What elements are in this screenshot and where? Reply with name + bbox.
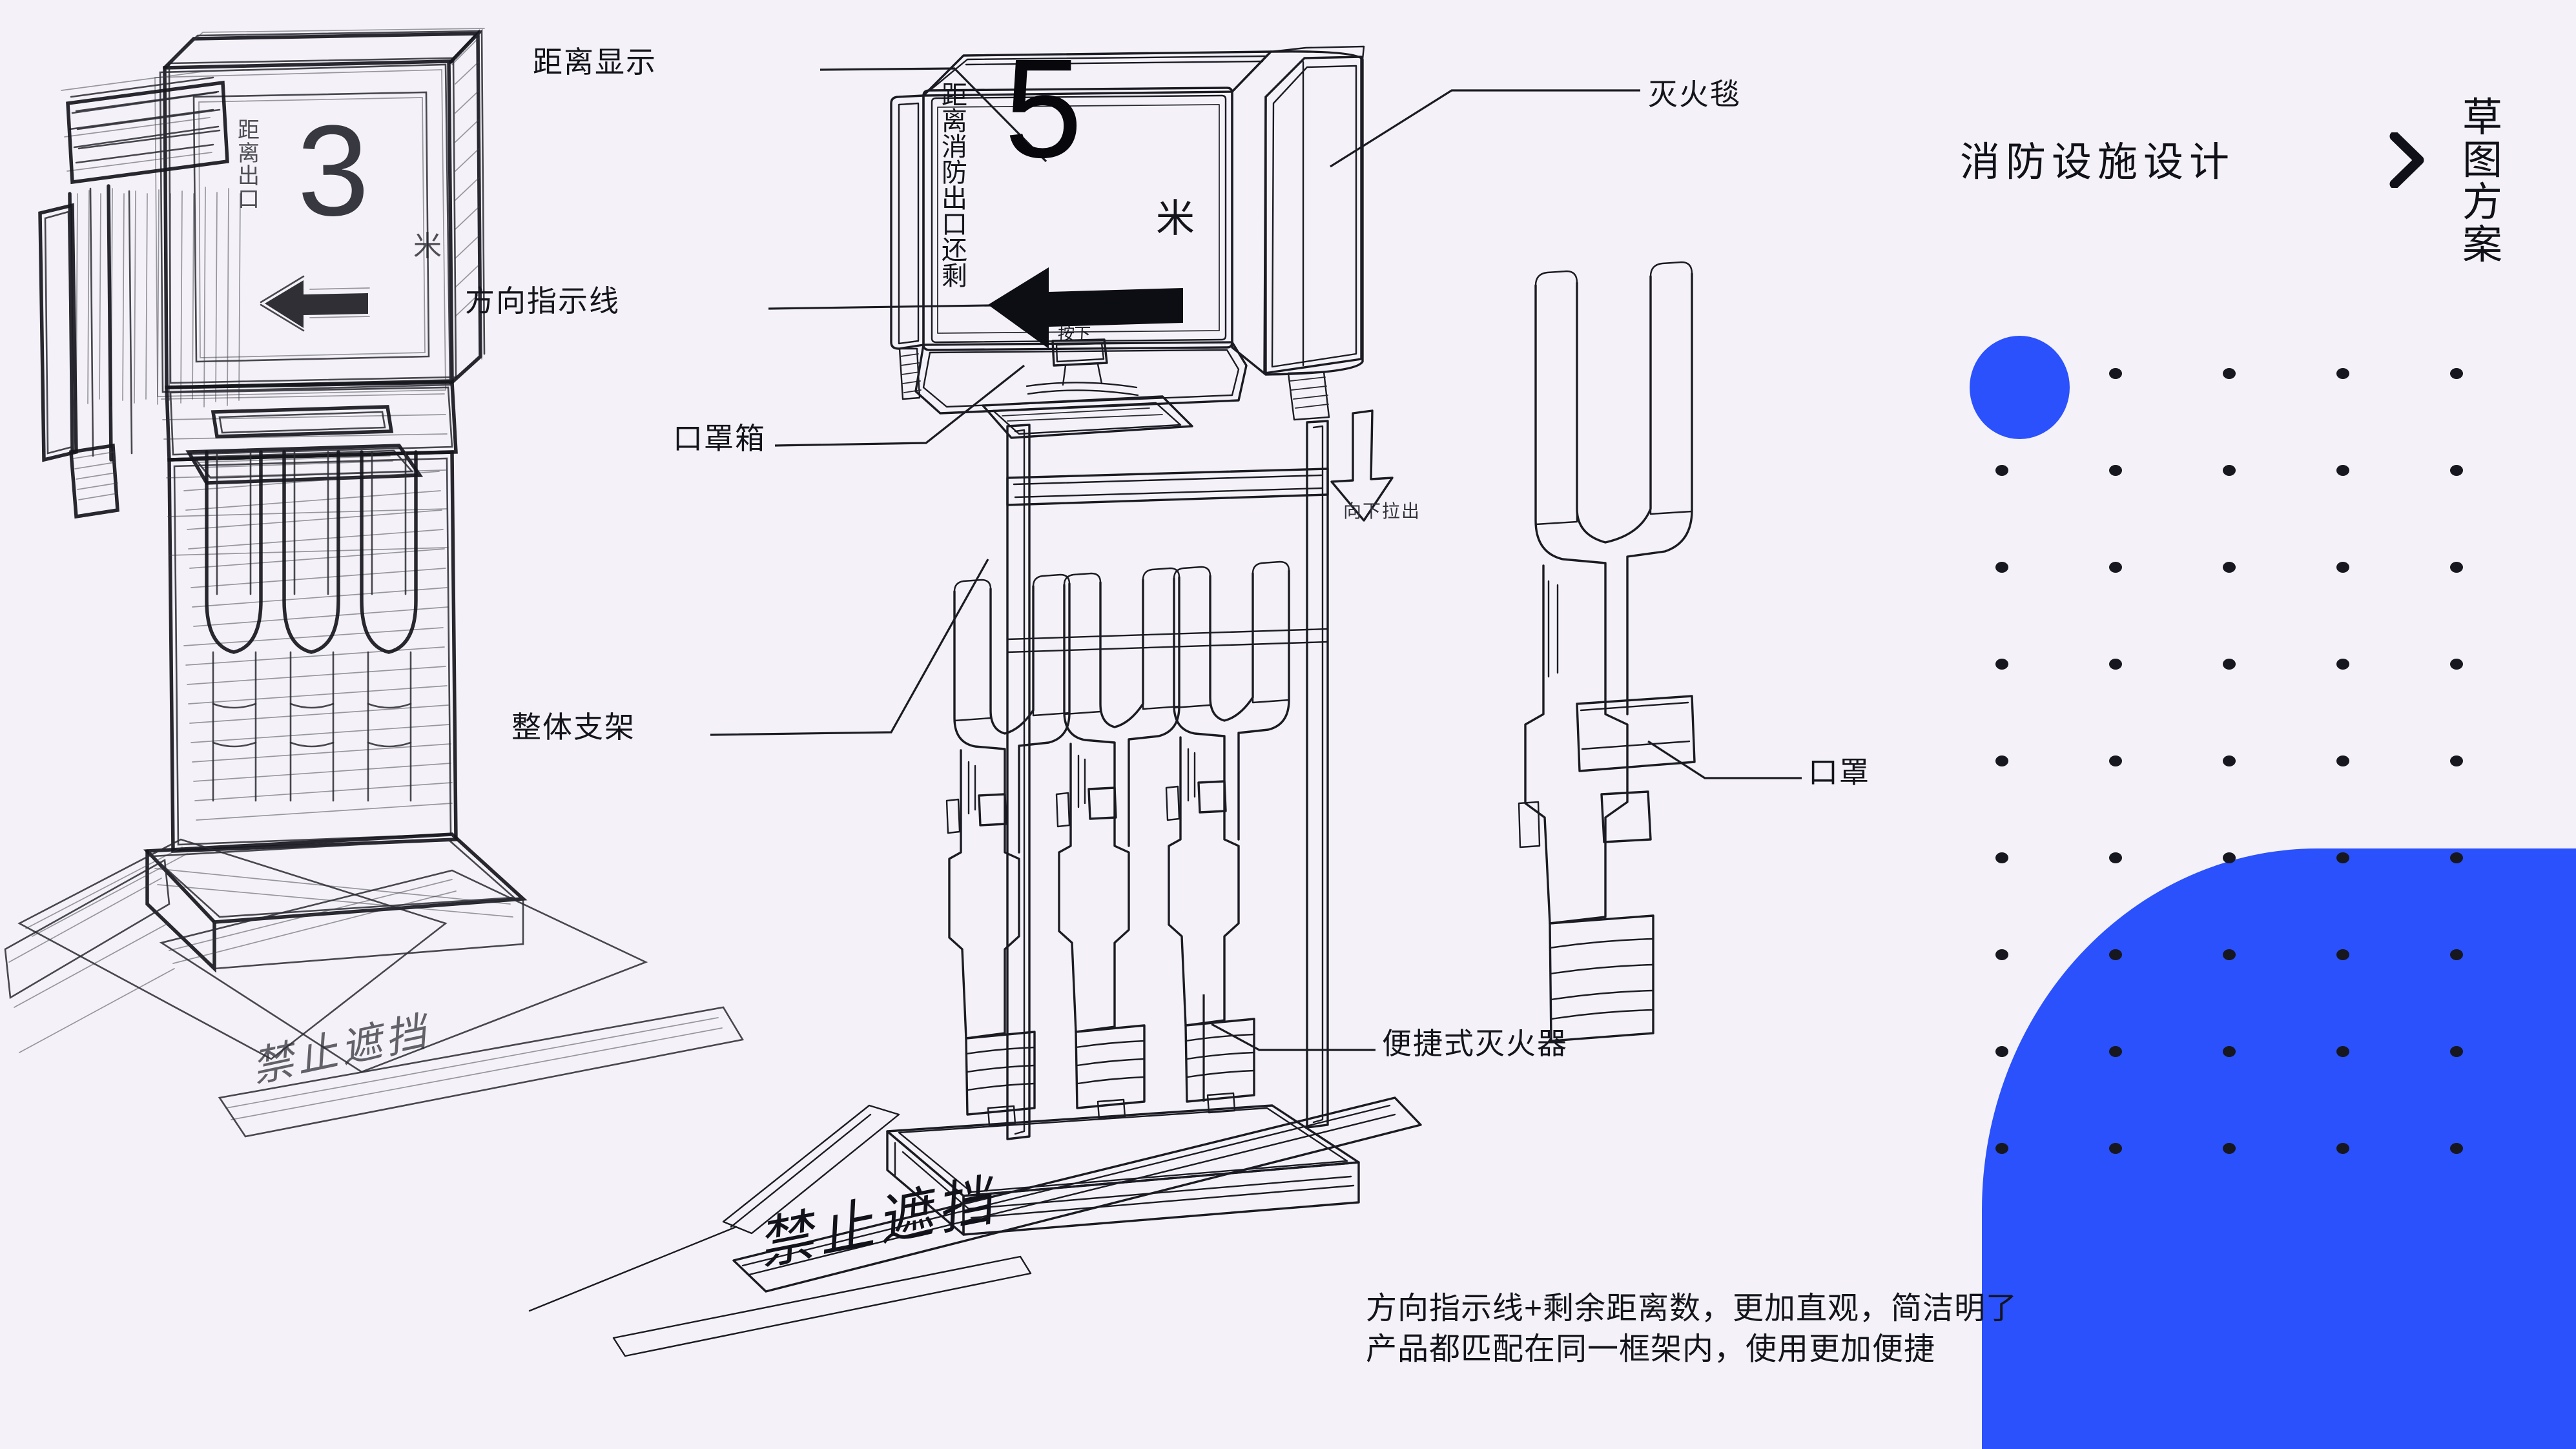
grid-dot: [2223, 368, 2236, 379]
grid-dot: [1995, 465, 2008, 476]
chevron-right-icon: [2389, 132, 2424, 188]
grid-dot: [2450, 1143, 2463, 1154]
grid-dot: [2223, 562, 2236, 573]
grid-dot: [2450, 1046, 2463, 1057]
accent-dot-highlight: [1970, 336, 2070, 439]
grid-dot: [2450, 368, 2463, 379]
grid-dot: [1995, 755, 2008, 766]
grid-dot: [2336, 368, 2349, 379]
grid-dot: [2450, 852, 2463, 863]
decorative-dot-grid: [1995, 368, 2564, 1240]
grid-dot: [1995, 1046, 2008, 1057]
grid-dot: [2450, 562, 2463, 573]
grid-dot: [2109, 465, 2122, 476]
grid-dot: [1995, 949, 2008, 960]
grid-dot: [1995, 852, 2008, 863]
grid-dot: [2223, 949, 2236, 960]
grid-dot: [2450, 755, 2463, 766]
grid-dot: [2336, 755, 2349, 766]
caption-line-1: 方向指示线+剩余距离数，更加直观，简洁明了: [1366, 1291, 2018, 1326]
grid-dot: [2336, 659, 2349, 670]
grid-dot: [2450, 465, 2463, 476]
screen-distance-unit: 米: [1156, 197, 1195, 240]
rough-screen-number: 3: [296, 98, 371, 243]
grid-dot: [2336, 562, 2349, 573]
screen-vertical-text: 距离消防出口还剩: [942, 81, 967, 291]
callout-fire-blanket: 灭火毯: [1648, 77, 1741, 111]
grid-dot: [2109, 755, 2122, 766]
callout-mask-box: 口罩箱: [673, 422, 766, 455]
grid-dot: [2336, 949, 2349, 960]
grid-dot: [1995, 659, 2008, 670]
grid-dot: [2450, 659, 2463, 670]
callout-mask: 口罩: [1808, 755, 1870, 789]
page-title: 消防设施设计: [1960, 140, 2236, 185]
grid-dot: [2450, 949, 2463, 960]
grid-dot: [2336, 465, 2349, 476]
callout-distance-display: 距离显示: [533, 45, 657, 79]
grid-dot: [2109, 368, 2122, 379]
grid-dot: [2109, 852, 2122, 863]
grid-dot: [2336, 852, 2349, 863]
grid-dot: [1995, 1143, 2008, 1154]
grid-dot: [2109, 949, 2122, 960]
press-button-label[interactable]: 按下: [1057, 324, 1091, 344]
callout-direction-indicator-line: 方向指示线: [465, 284, 620, 318]
rough-screen-unit: 米: [413, 231, 442, 262]
design-caption: 方向指示线+剩余距离数，更加直观，简洁明了 产品都匹配在同一框架内，使用更加便捷: [1366, 1288, 2017, 1370]
caption-line-2: 产品都匹配在同一框架内，使用更加便捷: [1366, 1332, 1936, 1367]
grid-dot: [2109, 1143, 2122, 1154]
grid-dot: [1995, 562, 2008, 573]
section-title-vertical: 草图方案: [2462, 96, 2504, 268]
pull-down-label: 向下拉出: [1343, 501, 1421, 521]
callout-portable-fire-extinguisher: 便捷式灭火器: [1382, 1027, 1568, 1060]
grid-dot: [2223, 755, 2236, 766]
grid-dot: [2223, 1143, 2236, 1154]
grid-dot: [2223, 1046, 2236, 1057]
grid-dot: [2109, 562, 2122, 573]
grid-dot: [2336, 1046, 2349, 1057]
rough-screen-vertical-text: 距离出口: [238, 118, 260, 212]
grid-dot: [2109, 1046, 2122, 1057]
grid-dot: [2223, 852, 2236, 863]
grid-dot: [2336, 1143, 2349, 1154]
grid-dot: [2223, 659, 2236, 670]
grid-dot: [2109, 659, 2122, 670]
screen-distance-number: 5: [1004, 30, 1083, 187]
callout-overall-bracket: 整体支架: [511, 710, 635, 744]
grid-dot: [2223, 465, 2236, 476]
